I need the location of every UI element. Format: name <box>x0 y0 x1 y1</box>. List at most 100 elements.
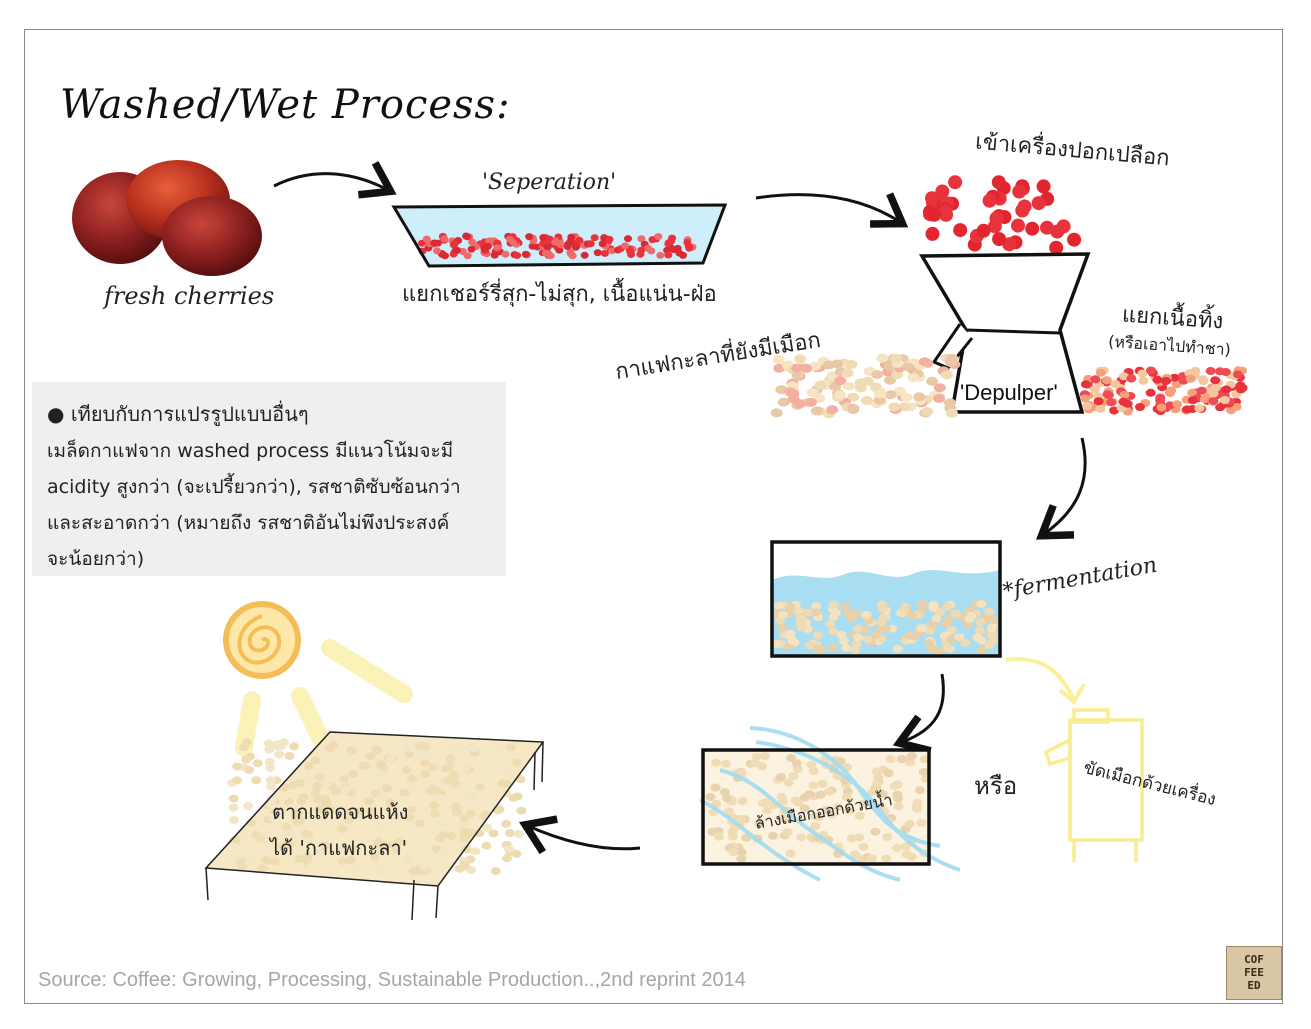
bean-dot <box>482 823 492 832</box>
bean-dot <box>964 614 975 623</box>
bean-dot <box>948 175 963 190</box>
bean-dot <box>286 830 297 839</box>
bean-dot <box>274 750 285 759</box>
bean-dot <box>654 233 663 241</box>
bean-dot <box>284 752 295 760</box>
bean-dot <box>239 826 250 835</box>
bean-dot <box>1236 385 1246 394</box>
bean-dot <box>906 611 917 620</box>
bean-dot <box>414 741 425 750</box>
bean-dot <box>304 773 314 782</box>
bean-dot <box>475 783 485 792</box>
bean-dot <box>736 848 747 857</box>
bean-dot <box>736 814 746 823</box>
bean-dot <box>861 376 874 386</box>
bean-dot <box>365 752 376 761</box>
bean-dot <box>374 867 385 876</box>
bean-dot <box>777 610 788 619</box>
bean-dot <box>881 854 892 863</box>
bean-dot <box>1049 240 1064 255</box>
bean-dot <box>806 760 817 769</box>
bean-dot <box>506 743 517 752</box>
bean-dot <box>942 603 953 611</box>
bean-dot <box>921 406 934 416</box>
bean-dot <box>926 376 939 386</box>
bean-dot <box>786 754 796 762</box>
bean-dot <box>1101 376 1112 385</box>
bean-dot <box>229 815 239 824</box>
bean-dot <box>822 360 835 370</box>
bean-dot <box>871 767 882 776</box>
separation-label: 'Seperation' <box>482 170 617 195</box>
bean-dot <box>322 780 333 789</box>
bean-dot <box>280 783 291 792</box>
bean-dot <box>1156 403 1167 412</box>
bean-dot <box>760 798 771 807</box>
bean-dot <box>828 643 838 652</box>
bean-dot <box>387 817 398 826</box>
bean-dot <box>878 614 889 623</box>
bean-dot <box>429 801 440 810</box>
bean-dot <box>854 833 865 842</box>
bean-dot <box>571 243 580 251</box>
bean-dot <box>893 386 906 396</box>
bean-dot <box>450 802 461 811</box>
bean-dot <box>842 381 855 391</box>
depulper-machine <box>918 252 1091 414</box>
bean-dot <box>289 742 299 751</box>
info-line: acidity สูงกว่า (จะเปรี้ยวกว่า), รสชาติซ… <box>47 476 461 498</box>
bean-dot <box>386 753 397 762</box>
bean-dot <box>490 251 499 259</box>
separation-note: แยกเชอร์รี่สุก-ไม่สุก, เนื้อแน่น-ฝ่อ <box>402 282 717 307</box>
bullet-icon: ● <box>47 402 65 426</box>
bean-dot <box>512 792 523 801</box>
bean-dot <box>637 246 646 254</box>
bean-dot <box>1172 400 1183 409</box>
bean-dot <box>539 234 548 242</box>
bean-dot <box>914 786 925 795</box>
bean-dot <box>313 795 324 804</box>
bean-dot <box>381 784 392 793</box>
bean-dot <box>791 759 802 768</box>
bean-dot <box>941 644 952 653</box>
bean-dot <box>1126 374 1137 383</box>
fresh-cherries-label: fresh cherries <box>104 282 275 310</box>
bean-dot <box>406 783 417 792</box>
bean-dot <box>310 788 321 797</box>
bean-dot <box>345 856 356 865</box>
bean-dot <box>882 832 893 841</box>
bean-dot <box>430 239 439 247</box>
bean-dot <box>722 794 732 802</box>
bean-dot <box>889 782 900 791</box>
bean-dot <box>336 843 347 852</box>
bean-dot <box>353 864 364 873</box>
page-title: Washed/Wet Process: <box>60 82 511 128</box>
drying-table <box>204 731 545 921</box>
bean-dot <box>590 234 599 242</box>
drying-label-line1: ตากแดดจนแห้ง <box>272 800 409 824</box>
bean-dot <box>656 251 665 259</box>
bean-dot <box>876 353 889 363</box>
bean-dot <box>1067 232 1082 247</box>
bean-dot <box>840 602 850 611</box>
bean-dot <box>513 830 524 838</box>
bean-dot <box>804 790 815 798</box>
bean-dot <box>1182 405 1192 414</box>
bean-dot <box>860 396 873 405</box>
bean-dot <box>774 601 785 610</box>
bean-dot <box>624 235 632 243</box>
bean-dot <box>984 607 995 616</box>
bean-dot <box>481 841 492 850</box>
bean-dot <box>509 239 518 247</box>
bean-dot <box>264 757 275 766</box>
bean-dot <box>267 813 278 822</box>
bean-dot <box>543 243 552 251</box>
depulper-label: 'Depulper' <box>960 380 1058 405</box>
cherry <box>162 196 262 276</box>
bean-dot <box>685 244 694 252</box>
bean-dot <box>563 243 572 250</box>
bean-dot <box>1187 396 1198 405</box>
bean-dot <box>900 393 913 402</box>
bean-dot <box>648 236 657 244</box>
red-cherries-pile <box>923 175 1082 255</box>
